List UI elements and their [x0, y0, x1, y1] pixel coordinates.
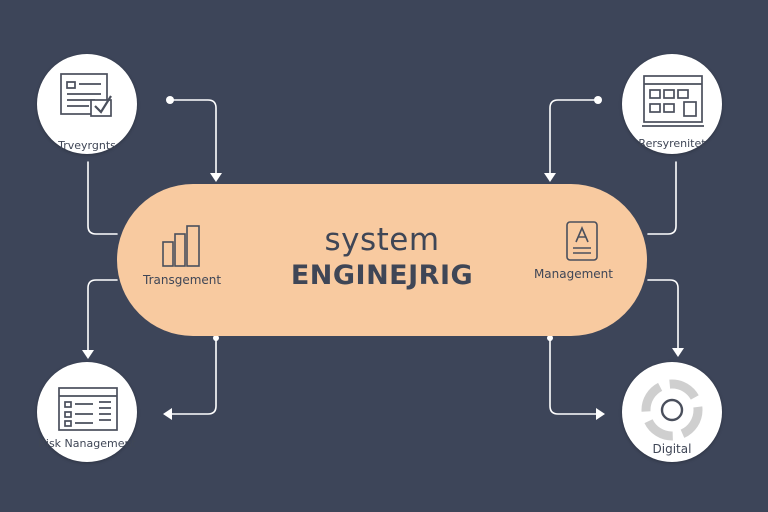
arrowhead	[82, 350, 94, 359]
hub-left-label: Transgement	[143, 273, 222, 287]
node-bottom-right-label: Digital	[652, 442, 692, 456]
connector-bottom-right-arrow	[647, 279, 679, 351]
browser-list-icon	[58, 387, 118, 431]
arrowhead	[596, 408, 605, 420]
bar-chart-icon	[162, 225, 200, 267]
node-top-right-label: Rersyrenitet	[638, 137, 706, 150]
connector-dot	[547, 335, 553, 341]
arrowhead	[163, 408, 172, 420]
connector-bottom-left-arrow	[87, 279, 118, 353]
node-top-left-label: Trveyrgnts	[58, 139, 116, 152]
connector-bottom-right-return	[549, 337, 599, 415]
connector-dot	[594, 96, 602, 104]
arrowhead	[672, 348, 684, 357]
node-bottom-left: Risk Nanagement	[37, 362, 137, 462]
connector-top-right-arrow	[549, 99, 599, 177]
document-a-icon	[566, 221, 598, 261]
arrowhead	[544, 173, 556, 182]
node-bottom-left-label: Risk Nanagement	[38, 437, 136, 450]
node-top-right: Rersyrenitet	[622, 54, 722, 154]
connector-top-right-return	[647, 161, 677, 235]
connector-top-left-return	[87, 161, 118, 235]
checklist-icon	[60, 73, 112, 117]
connector-top-left-arrow	[169, 99, 217, 177]
node-bottom-right: Digital	[622, 362, 722, 462]
connector-bottom-left-return	[169, 337, 217, 415]
node-top-left: Trveyrgnts	[37, 54, 137, 154]
connector-dot	[213, 335, 219, 341]
cycle-gear-icon	[641, 379, 703, 441]
hub-right-label: Management	[533, 267, 613, 281]
dashboard-window-icon	[642, 75, 704, 127]
system-hub: system ENGINEJRIG Transgement Management	[117, 184, 647, 336]
arrowhead	[210, 173, 222, 182]
connector-dot	[166, 96, 174, 104]
hub-subtitle: ENGINEJRIG	[290, 260, 474, 291]
hub-title: system	[324, 222, 440, 258]
